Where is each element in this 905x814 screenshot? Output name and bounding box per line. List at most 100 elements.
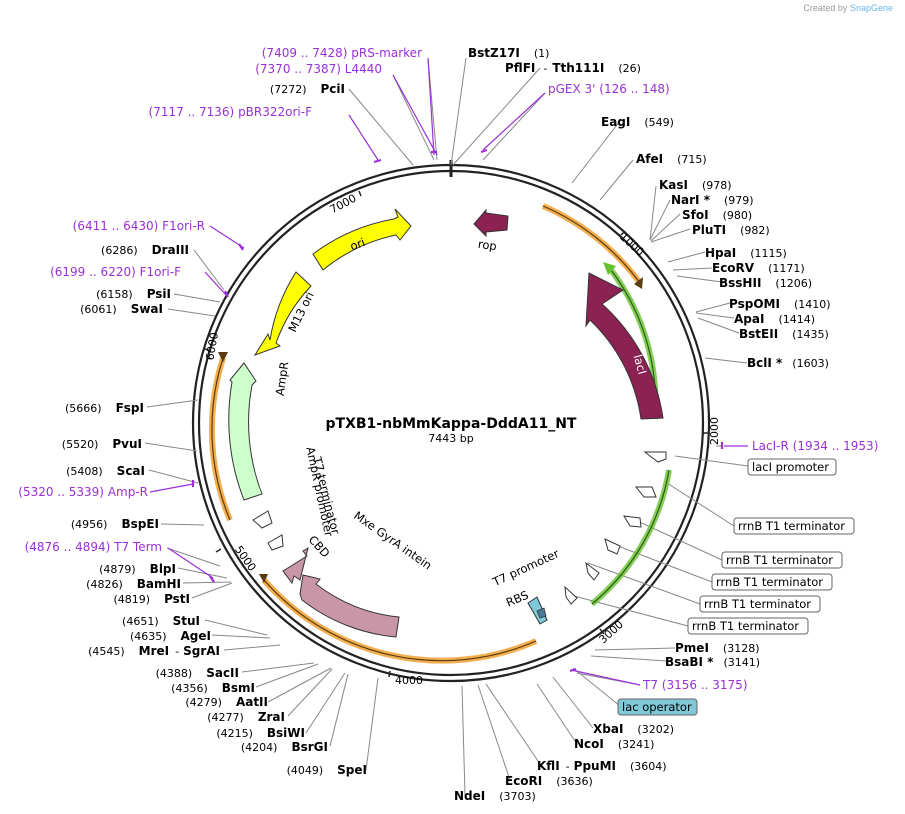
label-ampr: AmpR bbox=[273, 361, 292, 397]
primer-pgex3: pGEX 3' (126 .. 148) bbox=[548, 82, 670, 96]
feature-bands bbox=[208, 203, 672, 664]
site-sacii: (4388)SacII bbox=[156, 666, 239, 680]
tick-4000: 4000 bbox=[395, 674, 423, 687]
site-bsshii: BssHII(1206) bbox=[719, 276, 812, 290]
ori-arrow bbox=[312, 208, 412, 271]
site-bsteii: BstEII(1435) bbox=[739, 327, 829, 341]
primer-leaders bbox=[149, 57, 748, 686]
site-bsrgi: (4204)BsrGI bbox=[241, 740, 328, 754]
primer-pbr322ori-f: (7117 .. 7136) pBR322ori-F bbox=[149, 105, 313, 119]
site-pmei: PmeI(3128) bbox=[675, 641, 759, 655]
site-kasi: KasI(978) bbox=[659, 178, 732, 192]
rrnb-terminator-arrow-5 bbox=[564, 585, 578, 605]
box-rrnb-1: rrnB T1 terminator bbox=[738, 519, 845, 533]
ampr-arrow bbox=[228, 362, 263, 501]
tick-6000: 6000 bbox=[203, 331, 221, 361]
m13-ori-arrow bbox=[253, 271, 312, 356]
intein-arrow bbox=[299, 574, 400, 638]
tick-1000: 1000 bbox=[617, 230, 647, 258]
primer-ticks bbox=[191, 148, 724, 673]
label-intein: Mxe GyrA intein bbox=[351, 508, 434, 572]
credit: Created by SnapGene bbox=[803, 3, 893, 13]
laci-arrow bbox=[585, 272, 664, 420]
primer-t7-term: (4876 .. 4894) T7 Term bbox=[25, 540, 162, 554]
site-fspi: (5666)FspI bbox=[65, 401, 144, 415]
site-mrei-sgrai: (4545)MreI-SgrAI bbox=[88, 644, 220, 658]
site-pflfi-tth111i: PflFI-Tth111I(26) bbox=[505, 61, 641, 75]
site-hpai: HpaI(1115) bbox=[705, 246, 787, 260]
label-rbs: RBS bbox=[504, 588, 531, 610]
site-bamhi: (4826)BamHI bbox=[86, 577, 181, 591]
rop-arrow bbox=[473, 208, 509, 238]
site-scai: (5408)ScaI bbox=[66, 464, 145, 478]
site-ndei: NdeI(3703) bbox=[454, 789, 536, 803]
site-blpi: (4879)BlpI bbox=[99, 562, 176, 576]
box-rrnb-3: rrnB T1 terminator bbox=[716, 575, 823, 589]
site-bsiwi: (4215)BsiWI bbox=[216, 726, 305, 740]
site-bsmi: (4356)BsmI bbox=[171, 681, 255, 695]
laci-promoter-arrow bbox=[643, 451, 667, 463]
leader-lines bbox=[144, 57, 749, 796]
site-pspomi: PspOMI(1410) bbox=[729, 297, 831, 311]
ampr-promoter-arrow bbox=[252, 510, 273, 529]
band-arrowheads bbox=[218, 262, 643, 583]
plasmid-length: 7443 bp bbox=[428, 432, 473, 445]
site-bsabi: BsaBI *(3141) bbox=[665, 655, 760, 669]
t7-promoter-mark bbox=[536, 607, 547, 619]
site-psii: (6158)PsiI bbox=[96, 287, 171, 301]
tick-3000: 3000 bbox=[596, 618, 626, 646]
site-ecori: EcoRI(3636) bbox=[505, 774, 593, 788]
site-zrai: (4277)ZraI bbox=[207, 710, 285, 724]
site-aatii: (4279)AatII bbox=[185, 695, 268, 709]
label-cbd: CBD bbox=[306, 533, 333, 561]
site-kfli-ppumi: KflI-PpuMI(3604) bbox=[537, 759, 667, 773]
label-rop: rop bbox=[477, 237, 498, 253]
site-stui: (4651)StuI bbox=[122, 614, 200, 628]
site-bspei: (4956)BspEI bbox=[71, 517, 159, 531]
plasmid-title: pTXB1-nbMmKappa-DddA11_NT bbox=[326, 416, 577, 432]
box-rrnb-2: rrnB T1 terminator bbox=[726, 553, 833, 567]
site-eagi: EagI(549) bbox=[601, 115, 674, 129]
box-rrnb-4: rrnB T1 terminator bbox=[704, 597, 811, 611]
ruler-ticks bbox=[204, 190, 709, 678]
rrnb-terminator-arrow-4 bbox=[585, 561, 600, 581]
site-bcli: BclI *(1603) bbox=[747, 356, 829, 370]
site-ecorv: EcoRV(1171) bbox=[712, 261, 805, 275]
site-afei: AfeI(715) bbox=[636, 152, 707, 166]
site-apai: ApaI(1414) bbox=[734, 312, 815, 326]
primer-amp-r: (5320 .. 5339) Amp-R bbox=[18, 485, 148, 499]
primer-t7: T7 (3156 .. 3175) bbox=[642, 678, 748, 692]
site-xbai: XbaI(3202) bbox=[593, 722, 674, 736]
site-pluti: PluTI(982) bbox=[692, 223, 770, 237]
site-bstz17i: BstZ17I(1) bbox=[468, 46, 549, 60]
box-rrnb-5: rrnB T1 terminator bbox=[692, 619, 799, 633]
box-laci-promoter: lacI promoter bbox=[752, 460, 829, 474]
rrnb-terminator-arrow-1 bbox=[634, 486, 657, 498]
site-pvui: (5520)PvuI bbox=[62, 437, 142, 451]
site-spei: (4049)SpeI bbox=[287, 763, 367, 777]
primer-prs-marker: (7409 .. 7428) pRS-marker bbox=[262, 46, 422, 60]
restriction-sites-left: (4049)SpeI (4204)BsrGI (4215)BsiWI (4277… bbox=[62, 82, 367, 777]
site-nari: NarI *(979) bbox=[671, 193, 754, 207]
site-psti: (4819)PstI bbox=[113, 592, 190, 606]
restriction-sites-right: BstZ17I(1) PflFI-Tth111I(26) EagI(549) A… bbox=[454, 46, 831, 803]
box-lac-operator: lac operator bbox=[622, 700, 692, 714]
site-draiii: (6286)DraIII bbox=[101, 243, 189, 257]
site-agei: (4635)AgeI bbox=[130, 629, 211, 643]
cbd-arrow bbox=[282, 546, 309, 585]
label-t7-promoter: T7 promoter bbox=[490, 546, 562, 589]
primer-f1ori-f: (6199 .. 6220) F1ori-F bbox=[50, 265, 181, 279]
primer-f1ori-r: (6411 .. 6430) F1ori-R bbox=[73, 219, 205, 233]
tick-5000: 5000 bbox=[232, 543, 259, 573]
label-ori: ori bbox=[348, 235, 367, 253]
primer-l4440: (7370 .. 7387) L4440 bbox=[255, 62, 382, 76]
tick-2000: 2000 bbox=[708, 417, 721, 445]
rrnb-terminator-arrow-3 bbox=[604, 538, 621, 555]
label-laci: lacI bbox=[631, 353, 650, 376]
t7-terminator-arrow bbox=[267, 534, 284, 551]
boxed-labels: lacI promoter rrnB T1 terminator rrnB T1… bbox=[617, 458, 855, 716]
primer-labels: (7409 .. 7428) pRS-marker (7370 .. 7387)… bbox=[18, 46, 878, 692]
site-sfoi: SfoI(980) bbox=[682, 208, 752, 222]
site-swai: (6061)SwaI bbox=[80, 302, 163, 316]
